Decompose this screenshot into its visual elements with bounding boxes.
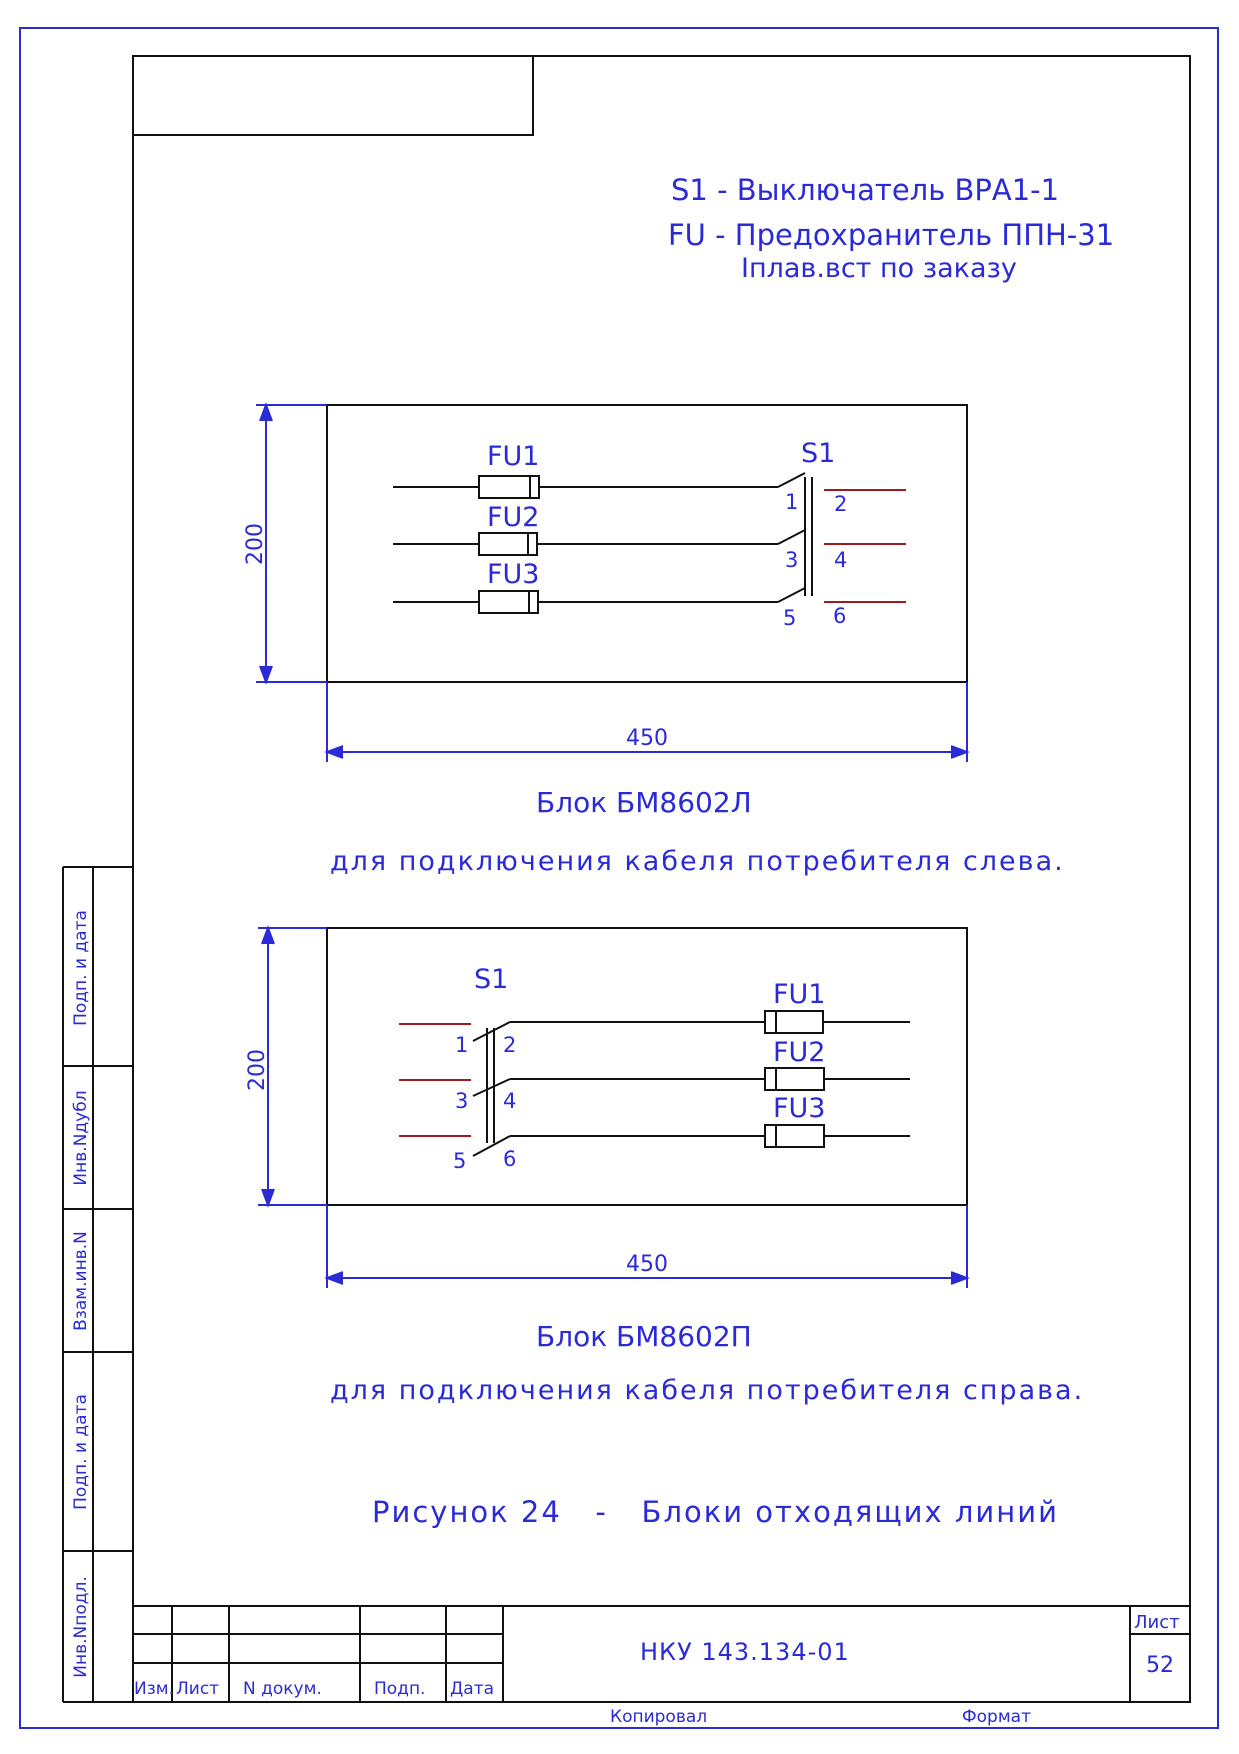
inner-frame [132,55,1191,1703]
block-1-height-label: 200 [243,523,268,565]
block-2-fu3-label: FU3 [773,1093,825,1124]
stamp-format: Формат [962,1707,1031,1727]
block-2-title: Блок БМ8602П [536,1320,752,1353]
block-2-switch-label: S1 [474,964,508,995]
block-1-fu1-label: FU1 [487,441,539,472]
block-1-width-label: 450 [626,726,668,751]
block-2-caption: для подключения кабеля потребителя справ… [330,1375,1084,1406]
block-1-wires [393,472,813,614]
legend-fu-current: Iплав.вст по заказу [741,253,1017,284]
block-bm8602p: 200 450 S1 FU1 FU2 [245,925,970,1288]
block-2-width-dimension [324,1205,970,1288]
figure-caption: Рисунок 24 - Блоки отходящих линий [372,1495,1059,1529]
side-label-inv-dubl: Инв.Nдубл [71,1090,91,1185]
block-2-height-dimension [258,925,327,1208]
block-2-terminal-2: 2 [503,1033,516,1057]
legend-s1: S1 - Выключатель ВРА1-1 [671,173,1059,207]
block-1-cable-right [824,489,906,603]
side-label-podp-data-1: Подп. и дата [71,910,91,1026]
block-1-width-dimension [324,682,970,762]
stamp-col-ndoc: N докум. [243,1679,322,1699]
block-1-outline [326,404,968,683]
block-1-terminal-1: 1 [785,490,798,514]
top-left-box [132,55,534,136]
stamp-col-list: Лист [176,1679,219,1699]
legend-fu: FU - Предохранитель ППН-31 [668,218,1114,252]
block-1-caption: для подключения кабеля потребителя слева… [330,846,1065,877]
title-block-grid [133,1605,1190,1702]
block-2-terminal-6: 6 [503,1147,516,1171]
block-1-terminal-3: 3 [785,548,798,572]
stamp-col-data: Дата [450,1679,494,1699]
block-2-terminal-5: 5 [453,1149,466,1173]
stamp-doc-code: НКУ 143.134-01 [640,1638,850,1666]
stamp-copied: Копировал [610,1707,707,1727]
stamp-col-izm: Изм. [134,1679,174,1699]
block-1-terminal-2: 2 [834,492,847,516]
stamp-col-podp: Подп. [374,1679,425,1699]
stamp-sheet-label: Лист [1134,1612,1180,1633]
outer-border [19,27,1219,1729]
block-2-terminal-4: 4 [503,1089,516,1113]
block-2-fu2-label: FU2 [773,1037,825,1068]
block-1-switch-label: S1 [801,438,835,469]
side-stamp [62,866,133,1703]
block-2-outline [326,927,968,1206]
side-label-podp-data-2: Подп. и дата [71,1394,91,1510]
block-1-terminal-5: 5 [783,606,796,630]
stamp-sheet-number: 52 [1146,1653,1174,1678]
side-label-inv-podl: Инв.Nподл. [71,1576,91,1678]
side-label-vzam-inv: Взам.инв.N [71,1231,91,1331]
block-2-fu1-label: FU1 [773,979,825,1010]
block-2-terminal-3: 3 [455,1089,468,1113]
block-2-wires [472,1010,910,1157]
block-1-title: Блок БМ8602Л [536,786,752,819]
block-2-cable-left [399,1023,471,1137]
block-1-fu3-label: FU3 [487,559,539,590]
block-2-terminal-1: 1 [455,1033,468,1057]
block-2-width-label: 450 [626,1252,668,1277]
block-bm8602l: 200 450 [243,402,970,762]
block-2-height-label: 200 [245,1049,270,1091]
block-1-height-dimension [256,402,327,685]
block-1-fu2-label: FU2 [487,502,539,533]
block-1-terminal-6: 6 [833,604,846,628]
block-1-terminal-4: 4 [834,548,847,572]
